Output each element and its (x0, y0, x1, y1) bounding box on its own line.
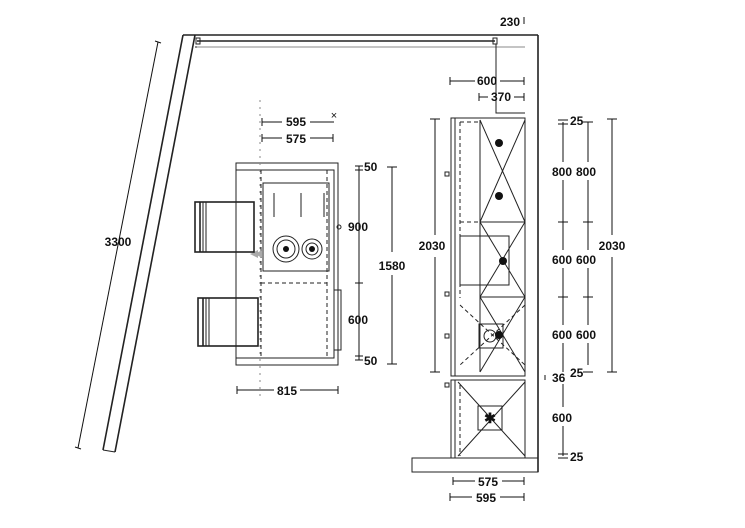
tall-units (444, 117, 526, 388)
dim-900: 900 (348, 220, 368, 234)
dim-575: 575 (286, 132, 306, 146)
dim-col2-600b: 600 (576, 328, 596, 342)
tall-unit-guide (495, 44, 525, 114)
dim-island-600: 600 (348, 313, 368, 327)
dim-bottom-575: 575 (478, 475, 498, 489)
dim-fridge-600: 600 (552, 411, 572, 425)
curtain-rod (195, 37, 525, 48)
dim-2030-right: 2030 (599, 239, 626, 253)
dim-col2-25: 25 (570, 366, 584, 380)
dim-50-bottom: 50 (364, 354, 378, 368)
microwave (459, 235, 510, 286)
dim-col1-25: 25 (570, 114, 584, 128)
dim-col2-600a: 600 (576, 253, 596, 267)
dim-col2-800: 800 (576, 165, 596, 179)
dimension-labels: 3300 230 600 370 595 575 815 50 900 600 … (105, 15, 626, 505)
dim-815: 815 (277, 384, 297, 398)
snowflake-icon: ✱ (484, 410, 496, 426)
dim-50-top: 50 (364, 160, 378, 174)
dim-3300: 3300 (105, 235, 132, 249)
dim-col1-600b: 600 (552, 328, 572, 342)
dim-bottom-595: 595 (476, 491, 496, 505)
dim-col1-800: 800 (552, 165, 572, 179)
close-marker-icon: × (331, 110, 337, 122)
chair (194, 201, 255, 253)
burner-icon (272, 235, 300, 263)
burner-icon (301, 238, 323, 260)
dim-600: 600 (477, 74, 497, 88)
handle (333, 289, 342, 351)
dimension-lines: × (74, 17, 617, 501)
cooktop (262, 182, 330, 272)
dim-230: 230 (500, 15, 520, 29)
dim-1580: 1580 (379, 259, 406, 273)
dim-370: 370 (491, 90, 511, 104)
fridge-unit: ✱ (450, 379, 526, 459)
dim-36: 36 (552, 371, 566, 385)
dim-2030-left: 2030 (419, 239, 446, 253)
island (235, 100, 342, 400)
dim-595: 595 (286, 115, 306, 129)
dim-fridge-25: 25 (570, 450, 584, 464)
coffee-machine (478, 323, 504, 349)
dim-col1-600a: 600 (552, 253, 572, 267)
chair (197, 297, 259, 347)
